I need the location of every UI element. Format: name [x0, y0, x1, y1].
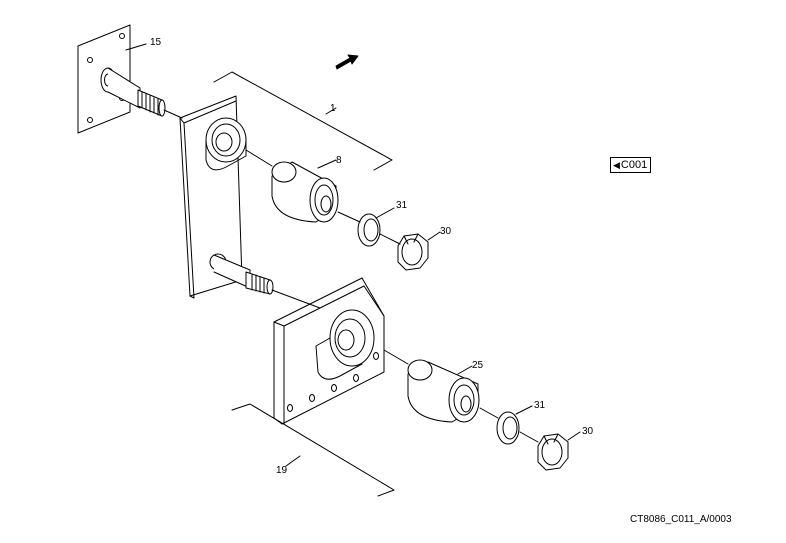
direction-arrow-icon [335, 54, 359, 70]
group-bracket-1 [213, 71, 393, 171]
group-bracket-19 [231, 403, 395, 497]
callout-30-lower: 30 [582, 426, 594, 437]
callout-31-lower: 31 [534, 400, 546, 411]
part-25-bushing [407, 359, 480, 423]
callout-19: 19 [276, 465, 288, 476]
part-8-bushing [271, 161, 339, 223]
leader-lines [125, 43, 581, 467]
part-31-washer-upper [357, 213, 381, 247]
part-30-nut-upper [397, 233, 429, 271]
callout-25: 25 [472, 360, 484, 371]
part-15-stud [107, 67, 166, 117]
assembly-axis-lines [163, 109, 539, 443]
drawing-code: CT8086_C011_A/0003 [630, 514, 732, 525]
part-31-washer-lower [496, 411, 520, 445]
callout-1: 1 [330, 103, 336, 114]
callout-31-upper: 31 [396, 200, 408, 211]
callout-8: 8 [336, 155, 342, 166]
callout-15: 15 [150, 37, 162, 48]
reference-tag: ◀C001 [610, 157, 652, 173]
reference-tag-label: C001 [620, 159, 648, 171]
part-1-arm [179, 95, 247, 299]
part-1-lower-stud [209, 253, 274, 295]
part-30-nut-lower [537, 433, 569, 471]
callout-30-upper: 30 [440, 226, 452, 237]
part-19-bracket [273, 277, 385, 425]
triangle-left-icon: ◀ [613, 160, 620, 170]
part-15-mounting-plate [77, 24, 131, 134]
